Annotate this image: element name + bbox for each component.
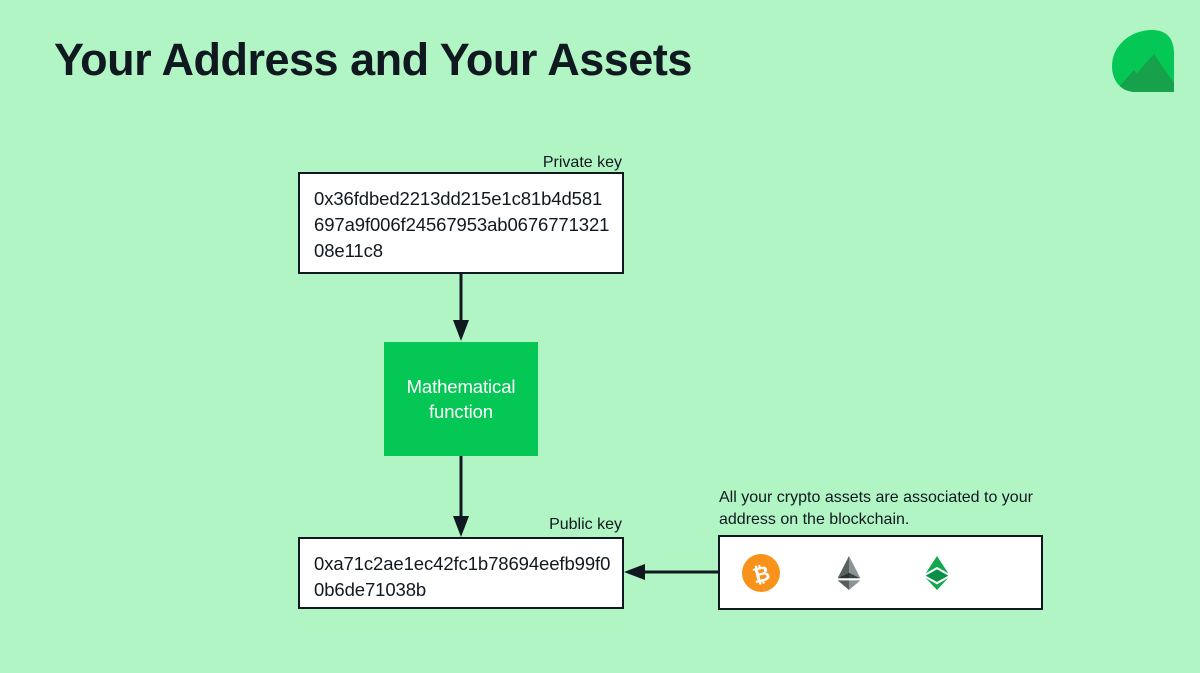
asset-icon-row: ₿ bbox=[720, 537, 1041, 608]
public-key-value: 0xa71c2ae1ec42fc1b78694eefb99f00b6de7103… bbox=[314, 553, 611, 600]
ethereum-classic-icon bbox=[918, 554, 956, 592]
private-key-caption: Private key bbox=[542, 154, 622, 171]
private-key-box: 0x36fdbed2213dd215e1c81b4d581697a9f006f2… bbox=[298, 172, 624, 274]
public-key-box: 0xa71c2ae1ec42fc1b78694eefb99f00b6de7103… bbox=[298, 537, 624, 609]
ethereum-icon bbox=[830, 554, 868, 592]
svg-text:₿: ₿ bbox=[750, 561, 772, 587]
mathematical-function-label: Mathematical function bbox=[406, 376, 516, 422]
mathematical-function-box: Mathematical function bbox=[384, 342, 538, 456]
arrow-private-to-function bbox=[453, 274, 469, 341]
page-title: Your Address and Your Assets bbox=[54, 34, 692, 85]
bitcoin-icon: ₿ bbox=[742, 553, 780, 592]
ledger-leaf-logo bbox=[1112, 30, 1174, 92]
crypto-assets-box: ₿ bbox=[718, 535, 1043, 610]
private-key-value: 0x36fdbed2213dd215e1c81b4d581697a9f006f2… bbox=[314, 188, 610, 261]
public-key-caption: Public key bbox=[549, 516, 622, 533]
assets-note: All your crypto assets are associated to… bbox=[719, 489, 1033, 528]
arrow-assets-to-public bbox=[624, 564, 718, 580]
